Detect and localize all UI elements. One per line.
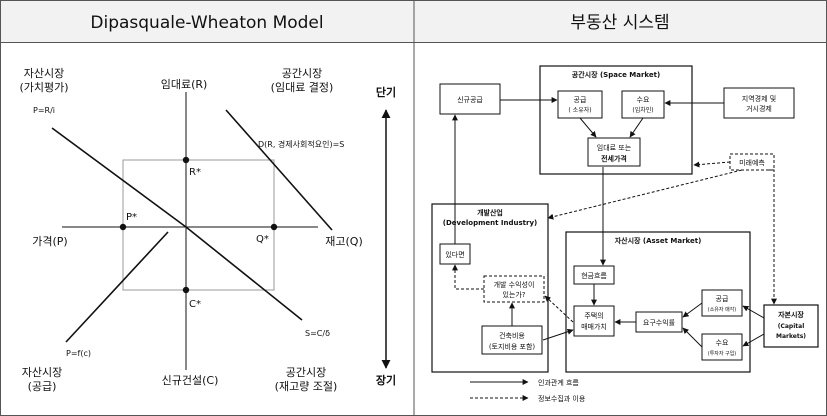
price-rent-line [51,127,187,228]
house-price-box [573,305,615,337]
space-supply-sub: ( 소유자) [568,106,591,114]
legend-info-label: 정보수집과 이용 [538,394,586,403]
development-title: 개발산업 [477,208,503,217]
left-panel-title: Dipasquale-Wheaton Model [90,13,323,33]
real-estate-system-diagram: 공간시장 (Space Market) 공급 ( 소유자) 수요 (임차인) 임… [431,65,819,403]
build-cost-line1: 건축비용 [499,331,525,340]
construction-point [182,286,190,294]
asset-supply-title: 자산시장 [22,366,62,379]
demand-curve [225,109,333,231]
development-box [431,203,549,373]
new-supply-label: 신규공급 [457,95,483,104]
if-exists-label: 있다면 [445,250,464,259]
supply-equation: P=f(c) [66,349,91,358]
build-cost-to-price-arrow [542,328,574,341]
space-supply-label: 공급 [574,96,587,104]
asset-market-title: 자산시장 (Asset Market) [615,236,702,245]
forecast-to-development-arrow [547,169,743,220]
capital-markets-box [763,304,819,348]
capital-markets-line3: Markets) [776,333,806,340]
construction-axis-label: 신규건설(C) [162,374,219,387]
space-market-title: 공간시장 (Space Market) [572,70,660,79]
regional-economy-line2: 거시경제 [746,104,772,113]
asset-market-subtitle: (가치평가) [19,81,68,94]
stock-line [185,226,303,321]
demand-to-rent-arrow [629,117,644,138]
supply-curve [65,231,169,343]
house-price-line1: 주택의 [584,311,603,320]
right-panel-title: 부동산 시스템 [570,13,669,33]
price-point-label: P* [126,212,137,223]
profit-question-line1: 개발 수익성이 [494,280,535,289]
equilibrium-rectangle [122,159,275,291]
demand-equation: D(R, 경제사회적요인)=S [258,139,344,149]
asset-supply-subtitle: (공급) [28,380,57,393]
stock-equation: S=C/δ [305,329,330,338]
rent-box [587,137,641,167]
price-to-profit-arrow [544,295,574,323]
four-quadrant-diagram: R* P* Q* C* 임대료(R) 가격(P) 재고(Q) 신규건설(C) 자… [19,67,396,393]
capital-to-demand-arrow [742,333,765,347]
asset-supply-sub: (소유자 매각) [708,306,737,313]
new-supply-box [439,83,501,115]
legend-causal-label: 인과관계 흐름 [538,378,579,387]
long-run-label: 장기 [376,373,396,387]
space-market-title: 공간시장 [282,67,322,80]
house-price-line2: 매매가치 [581,322,607,331]
forecast-to-capital-arrow [768,169,777,305]
stock-point-label: Q* [256,234,269,245]
capital-to-supply-arrow [742,305,765,319]
capital-markets-line2: (Capital [778,323,805,330]
space-adjust-title: 공간시장 [286,366,326,379]
regional-economy-box [723,87,795,119]
space-demand-label: 수요 [637,96,650,104]
required-return-label: 요구수익률 [643,319,676,327]
price-axis-label: 가격(P) [32,235,67,248]
rent-point-label: R* [189,167,201,178]
profit-question-box [483,275,545,303]
cash-flow-label: 현금흐름 [581,272,607,280]
space-market-subtitle: (임대료 결정) [271,81,334,94]
asset-market-box [565,231,751,373]
capital-markets-title: 자본시장 [778,310,804,319]
future-forecast-label: 미래예측 [739,158,765,167]
rent-point [182,156,190,164]
profit-to-if-exists-arrow [452,264,484,290]
forecast-to-space-arrow [693,161,731,168]
asset-demand-sub: (투자자 구입) [708,350,737,357]
asset-demand-to-return-arrow [682,327,703,348]
asset-demand-label: 수요 [716,339,729,347]
asset-supply-to-return-arrow [682,302,703,318]
build-cost-line2: (토지비용 포함) [489,342,536,351]
space-market-box [539,65,693,175]
supply-to-rent-arrow [579,117,597,138]
rent-label: 임대료 또는 [597,144,632,152]
stock-point [270,223,278,231]
construction-point-label: C* [189,299,201,310]
price-point [119,223,127,231]
price-rent-equation: P=R/i [33,106,55,115]
space-demand-sub: (임차인) [632,106,653,114]
rent-axis-label: 임대료(R) [161,78,208,91]
space-adjust-subtitle: (재고량 조절) [275,380,338,393]
short-run-label: 단기 [376,85,396,99]
asset-supply-label: 공급 [716,295,729,303]
rent-sub: 전세가격 [601,154,627,163]
asset-market-title: 자산시장 [24,67,64,80]
profit-question-line2: 있는가? [502,290,525,299]
regional-economy-line1: 지역경제 및 [742,94,776,103]
stock-axis-label: 재고(Q) [325,235,362,248]
development-subtitle: (Development Industry) [443,219,537,227]
